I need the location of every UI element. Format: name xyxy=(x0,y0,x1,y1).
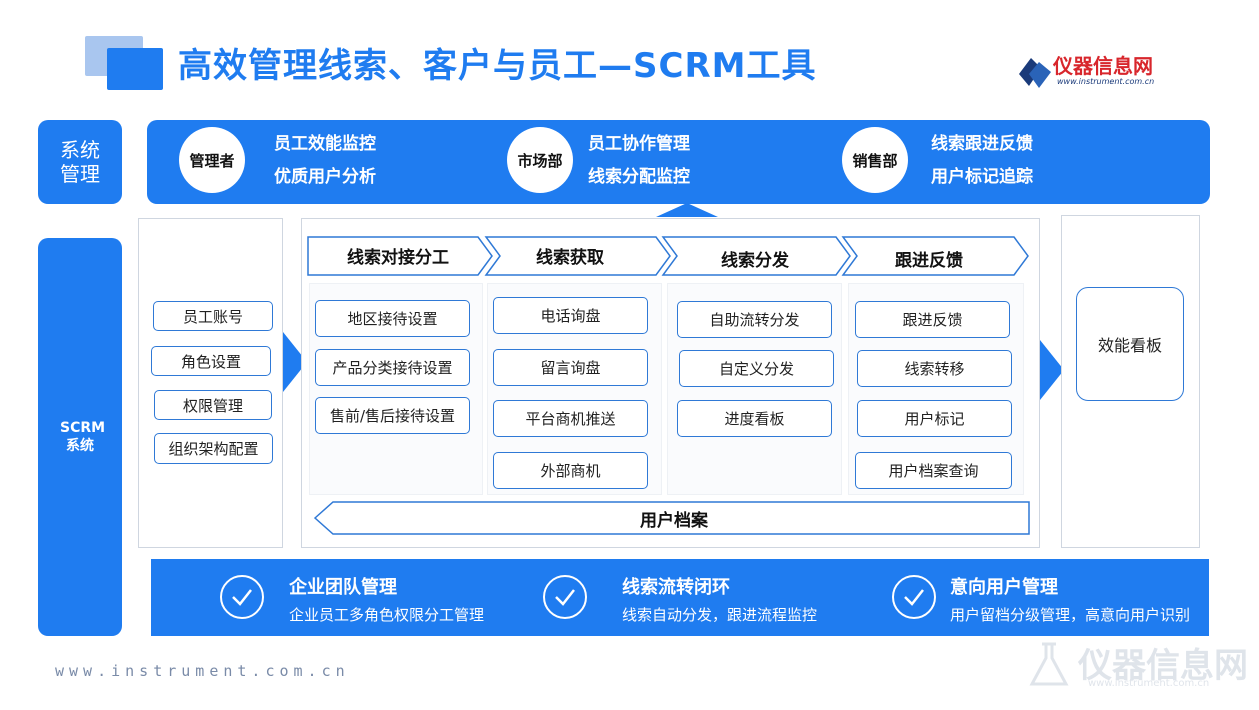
scrm-system-text: SCRM系统 xyxy=(60,420,106,454)
stage3-item-board: 进度看板 xyxy=(677,400,832,437)
left-item-permission: 权限管理 xyxy=(154,390,272,420)
feature-desc-user: 用户留档分级管理，高意向用户识别 xyxy=(950,606,1191,624)
role-sales-circle: 销售部 xyxy=(842,127,908,193)
stage2-item-external: 外部商机 xyxy=(493,452,648,489)
watermark-url: www.instrument.com.cn xyxy=(1088,678,1210,689)
stage2-item-phone: 电话询盘 xyxy=(493,297,648,334)
account-config-panel xyxy=(138,218,283,548)
page-title: 高效管理线索、客户与员工—SCRM工具 xyxy=(178,46,817,86)
user-profile-arrow xyxy=(313,501,1030,535)
stage4-item-transfer: 线索转移 xyxy=(857,350,1012,387)
efficiency-dashboard: 效能看板 xyxy=(1076,287,1184,401)
scrm-system-label: SCRM系统 xyxy=(38,238,122,636)
role-sales-line-2: 用户标记追踪 xyxy=(931,167,1033,187)
stage4-item-profile: 用户档案查询 xyxy=(855,452,1012,489)
role-manager-line-1: 员工效能监控 xyxy=(274,134,376,154)
logo-text: 仪器信息网 xyxy=(1053,54,1153,78)
roles-band-notch xyxy=(656,203,718,217)
role-manager-circle: 管理者 xyxy=(179,127,245,193)
stage3-item-auto: 自助流转分发 xyxy=(677,301,832,338)
check-icon xyxy=(543,575,587,619)
role-marketing-line-2: 线索分配监控 xyxy=(588,167,690,187)
watermark-text: 仪器信息网 xyxy=(1078,646,1248,686)
system-management-label: 系统管理 xyxy=(38,120,122,204)
roles-band: 管理者 员工效能监控 优质用户分析 市场部 员工协作管理 线索分配监控 销售部 … xyxy=(147,120,1210,204)
feature-desc-team: 企业员工多角色权限分工管理 xyxy=(289,606,485,624)
stage2-item-message: 留言询盘 xyxy=(493,349,648,386)
stage-title-4: 跟进反馈 xyxy=(895,251,963,271)
left-item-org: 组织架构配置 xyxy=(154,433,273,464)
system-management-text: 系统管理 xyxy=(60,138,100,186)
stage2-item-platform: 平台商机推送 xyxy=(493,400,648,437)
stage4-item-tag: 用户标记 xyxy=(857,400,1012,437)
stage-chevrons xyxy=(307,236,1029,276)
watermark-flask-icon xyxy=(1029,642,1069,686)
flow-arrow-right-2 xyxy=(1040,340,1064,400)
feature-title-user: 意向用户管理 xyxy=(950,577,1058,598)
stage3-item-custom: 自定义分发 xyxy=(679,350,834,387)
user-profile-label: 用户档案 xyxy=(640,511,708,531)
logo-mark-icon xyxy=(1019,58,1051,88)
left-item-account: 员工账号 xyxy=(153,301,273,331)
stage-title-2: 线索获取 xyxy=(536,248,604,268)
check-icon xyxy=(220,575,264,619)
stage1-item-region: 地区接待设置 xyxy=(315,300,470,337)
logo-url: www.instrument.com.cn xyxy=(1057,77,1155,86)
stage1-item-presale: 售前/售后接待设置 xyxy=(315,397,470,434)
title-decoration-front xyxy=(107,48,163,90)
feature-desc-loop: 线索自动分发，跟进流程监控 xyxy=(622,606,818,624)
role-marketing-line-1: 员工协作管理 xyxy=(588,134,690,154)
stage-title-3: 线索分发 xyxy=(721,251,789,271)
footer-url: www.instrument.com.cn xyxy=(55,662,350,680)
left-item-role: 角色设置 xyxy=(151,346,271,376)
stage1-item-product: 产品分类接待设置 xyxy=(315,349,470,386)
feature-title-loop: 线索流转闭环 xyxy=(622,577,730,598)
stage-title-1: 线索对接分工 xyxy=(347,248,449,268)
role-marketing-circle: 市场部 xyxy=(507,127,573,193)
check-icon xyxy=(892,575,936,619)
features-band: 企业团队管理 企业员工多角色权限分工管理 线索流转闭环 线索自动分发，跟进流程监… xyxy=(151,559,1209,636)
role-manager-line-2: 优质用户分析 xyxy=(274,167,376,187)
stage4-item-feedback: 跟进反馈 xyxy=(855,301,1010,338)
role-sales-line-1: 线索跟进反馈 xyxy=(931,134,1033,154)
logo: 仪器信息网 www.instrument.com.cn xyxy=(1015,50,1185,94)
watermark: 仪器信息网 www.instrument.com.cn xyxy=(1018,636,1248,696)
feature-title-team: 企业团队管理 xyxy=(289,577,397,598)
